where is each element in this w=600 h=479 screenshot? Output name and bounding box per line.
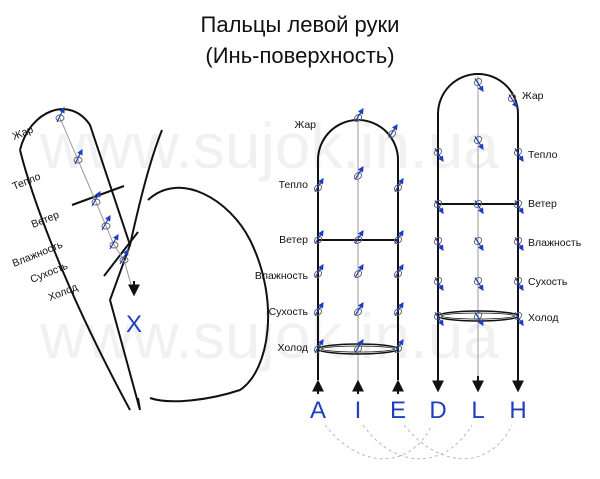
finger-point	[313, 338, 324, 353]
channel-letter-h: H	[509, 397, 526, 424]
finger-point	[393, 263, 404, 278]
watermark-text-top: www.sujok.in.ua	[39, 110, 499, 182]
connector-e-h	[403, 424, 513, 460]
channel-letter-d: D	[429, 397, 446, 424]
hand-crease-2	[103, 231, 139, 277]
finger-point	[353, 107, 364, 122]
finger-point	[473, 136, 484, 151]
finger-point	[353, 165, 364, 180]
finger-right-label-sukhost: Сухость	[528, 276, 568, 288]
finger-left-label-vlazhnost: Влажность	[255, 270, 309, 282]
finger-right-label-veter: Ветер	[528, 198, 557, 210]
finger-outline-right	[437, 73, 519, 380]
channel-letter-a: A	[310, 397, 326, 424]
finger-point	[433, 277, 444, 292]
finger-right-label-vlazhnost: Влажность	[528, 237, 582, 249]
hand-point	[73, 148, 83, 165]
finger-point	[353, 263, 364, 278]
finger-point	[513, 312, 524, 327]
page-title: Пальцы левой руки	[201, 12, 400, 37]
finger-point	[513, 148, 524, 163]
finger-left-label-zhar: Жар	[295, 119, 317, 131]
finger-point	[513, 200, 524, 215]
hand-label-sukhost: Сухость	[29, 260, 70, 286]
finger-point	[433, 148, 444, 163]
hand-points	[55, 106, 129, 265]
hand-point	[109, 233, 119, 250]
finger-point	[313, 229, 324, 244]
hand-point	[91, 190, 101, 207]
finger-point	[473, 277, 484, 292]
finger-point	[473, 200, 484, 215]
finger-point	[473, 312, 484, 327]
finger-point	[313, 177, 324, 192]
watermark-text-bottom: www.sujok.in.ua	[39, 300, 499, 372]
finger-point	[433, 200, 444, 215]
finger-point	[387, 123, 398, 138]
finger-left-label-veter: Ветер	[279, 234, 308, 246]
finger-right-label-teplo: Тепло	[528, 149, 558, 161]
finger-points-right	[433, 78, 524, 327]
finger-point	[513, 237, 524, 252]
finger-point	[473, 78, 484, 93]
hand-meridian-line	[59, 117, 135, 296]
connector-i-l	[362, 424, 473, 460]
finger-point	[513, 277, 524, 292]
finger-left-label-kholod: Холод	[278, 342, 308, 354]
watermark: www.sujok.in.ua www.sujok.in.ua	[39, 110, 499, 372]
finger-point	[393, 301, 404, 316]
finger-point	[393, 229, 404, 244]
hand-point	[119, 248, 129, 265]
connector-a-d	[324, 424, 433, 460]
finger-point	[507, 94, 518, 109]
finger-point	[393, 338, 404, 353]
hand-point	[101, 214, 111, 231]
channel-letter-i: I	[355, 397, 362, 424]
finger-point	[473, 237, 484, 252]
finger-point	[353, 229, 364, 244]
finger-left-label-sukhost: Сухость	[269, 306, 309, 318]
hand-marker-x: X	[126, 311, 142, 338]
channel-letter-e: E	[390, 397, 406, 424]
finger-point	[313, 301, 324, 316]
finger-point	[433, 237, 444, 252]
finger-point	[433, 312, 444, 327]
finger-yin-ascending: Жар Тепло Ветер Влажность Сухость Холод …	[255, 107, 406, 424]
finger-left-label-teplo: Тепло	[279, 179, 309, 191]
finger-point	[313, 263, 324, 278]
finger-yin-descending: Жар Тепло Ветер Влажность Сухость Холод …	[429, 73, 582, 424]
finger-point	[353, 338, 364, 353]
finger-points-left	[313, 107, 404, 353]
finger-point	[393, 177, 404, 192]
page-subtitle: (Инь-поверхность)	[205, 43, 394, 68]
finger-point	[353, 301, 364, 316]
channel-connectors	[324, 424, 513, 460]
finger-right-label-zhar: Жар	[522, 90, 544, 102]
channel-letter-l: L	[471, 397, 484, 424]
finger-right-label-kholod: Холод	[528, 312, 558, 324]
hand-point	[55, 106, 65, 123]
